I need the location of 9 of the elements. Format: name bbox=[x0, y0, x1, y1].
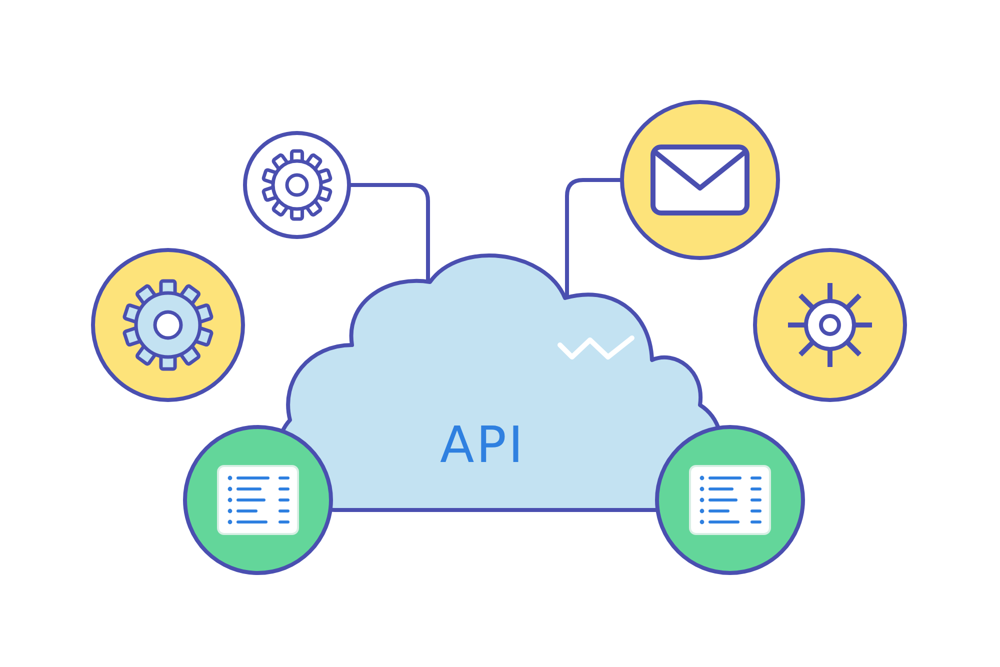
connector-line bbox=[349, 183, 430, 282]
circle-node bbox=[91, 248, 245, 402]
connector-line bbox=[565, 178, 622, 298]
circle-node bbox=[753, 248, 907, 402]
circle-node bbox=[243, 131, 351, 239]
circle-node bbox=[655, 425, 805, 575]
circle-node bbox=[620, 100, 780, 260]
cloud-label: API bbox=[440, 420, 526, 470]
circle-node bbox=[183, 425, 333, 575]
